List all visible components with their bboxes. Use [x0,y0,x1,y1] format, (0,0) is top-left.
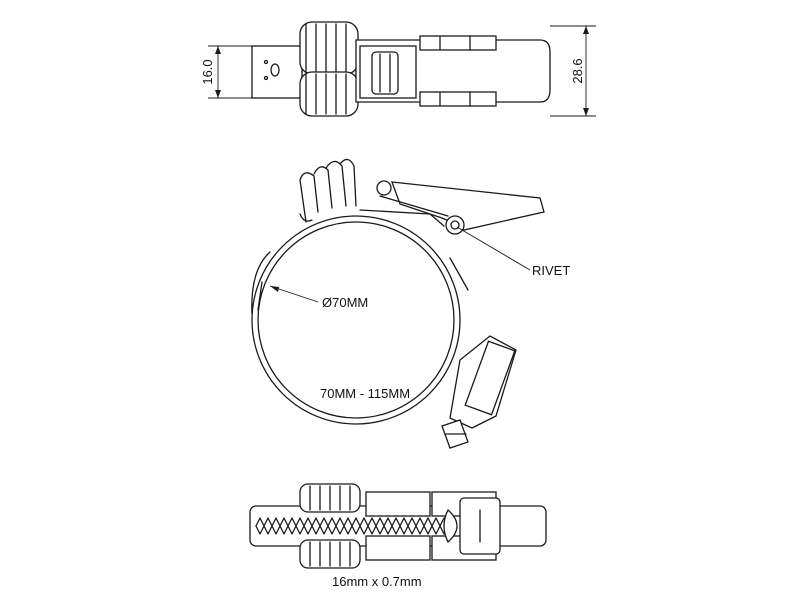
diameter-label: Ø70MM [322,295,368,310]
dimension-overall-height: 28.6 [550,25,596,117]
band-height-label: 16.0 [200,59,215,84]
spring-coils-front [299,158,357,223]
dimension-band-height: 16.0 [200,45,252,99]
top-view: 16.0 28.6 [200,21,596,117]
rivet-callout-label: RIVET [532,263,570,278]
bottom-view: 16mm x 0.7mm [249,483,547,589]
front-view: RIVET Ø70MM 70MM - 115MM [251,158,570,449]
spring-coils-top [299,21,359,117]
overall-height-label: 28.6 [570,58,585,83]
rivet [445,215,465,235]
clamp-range-label: 70MM - 115MM [320,386,410,401]
screw-housing [441,335,517,449]
band-size-label: 16mm x 0.7mm [332,574,422,589]
band-perforations [255,517,457,535]
